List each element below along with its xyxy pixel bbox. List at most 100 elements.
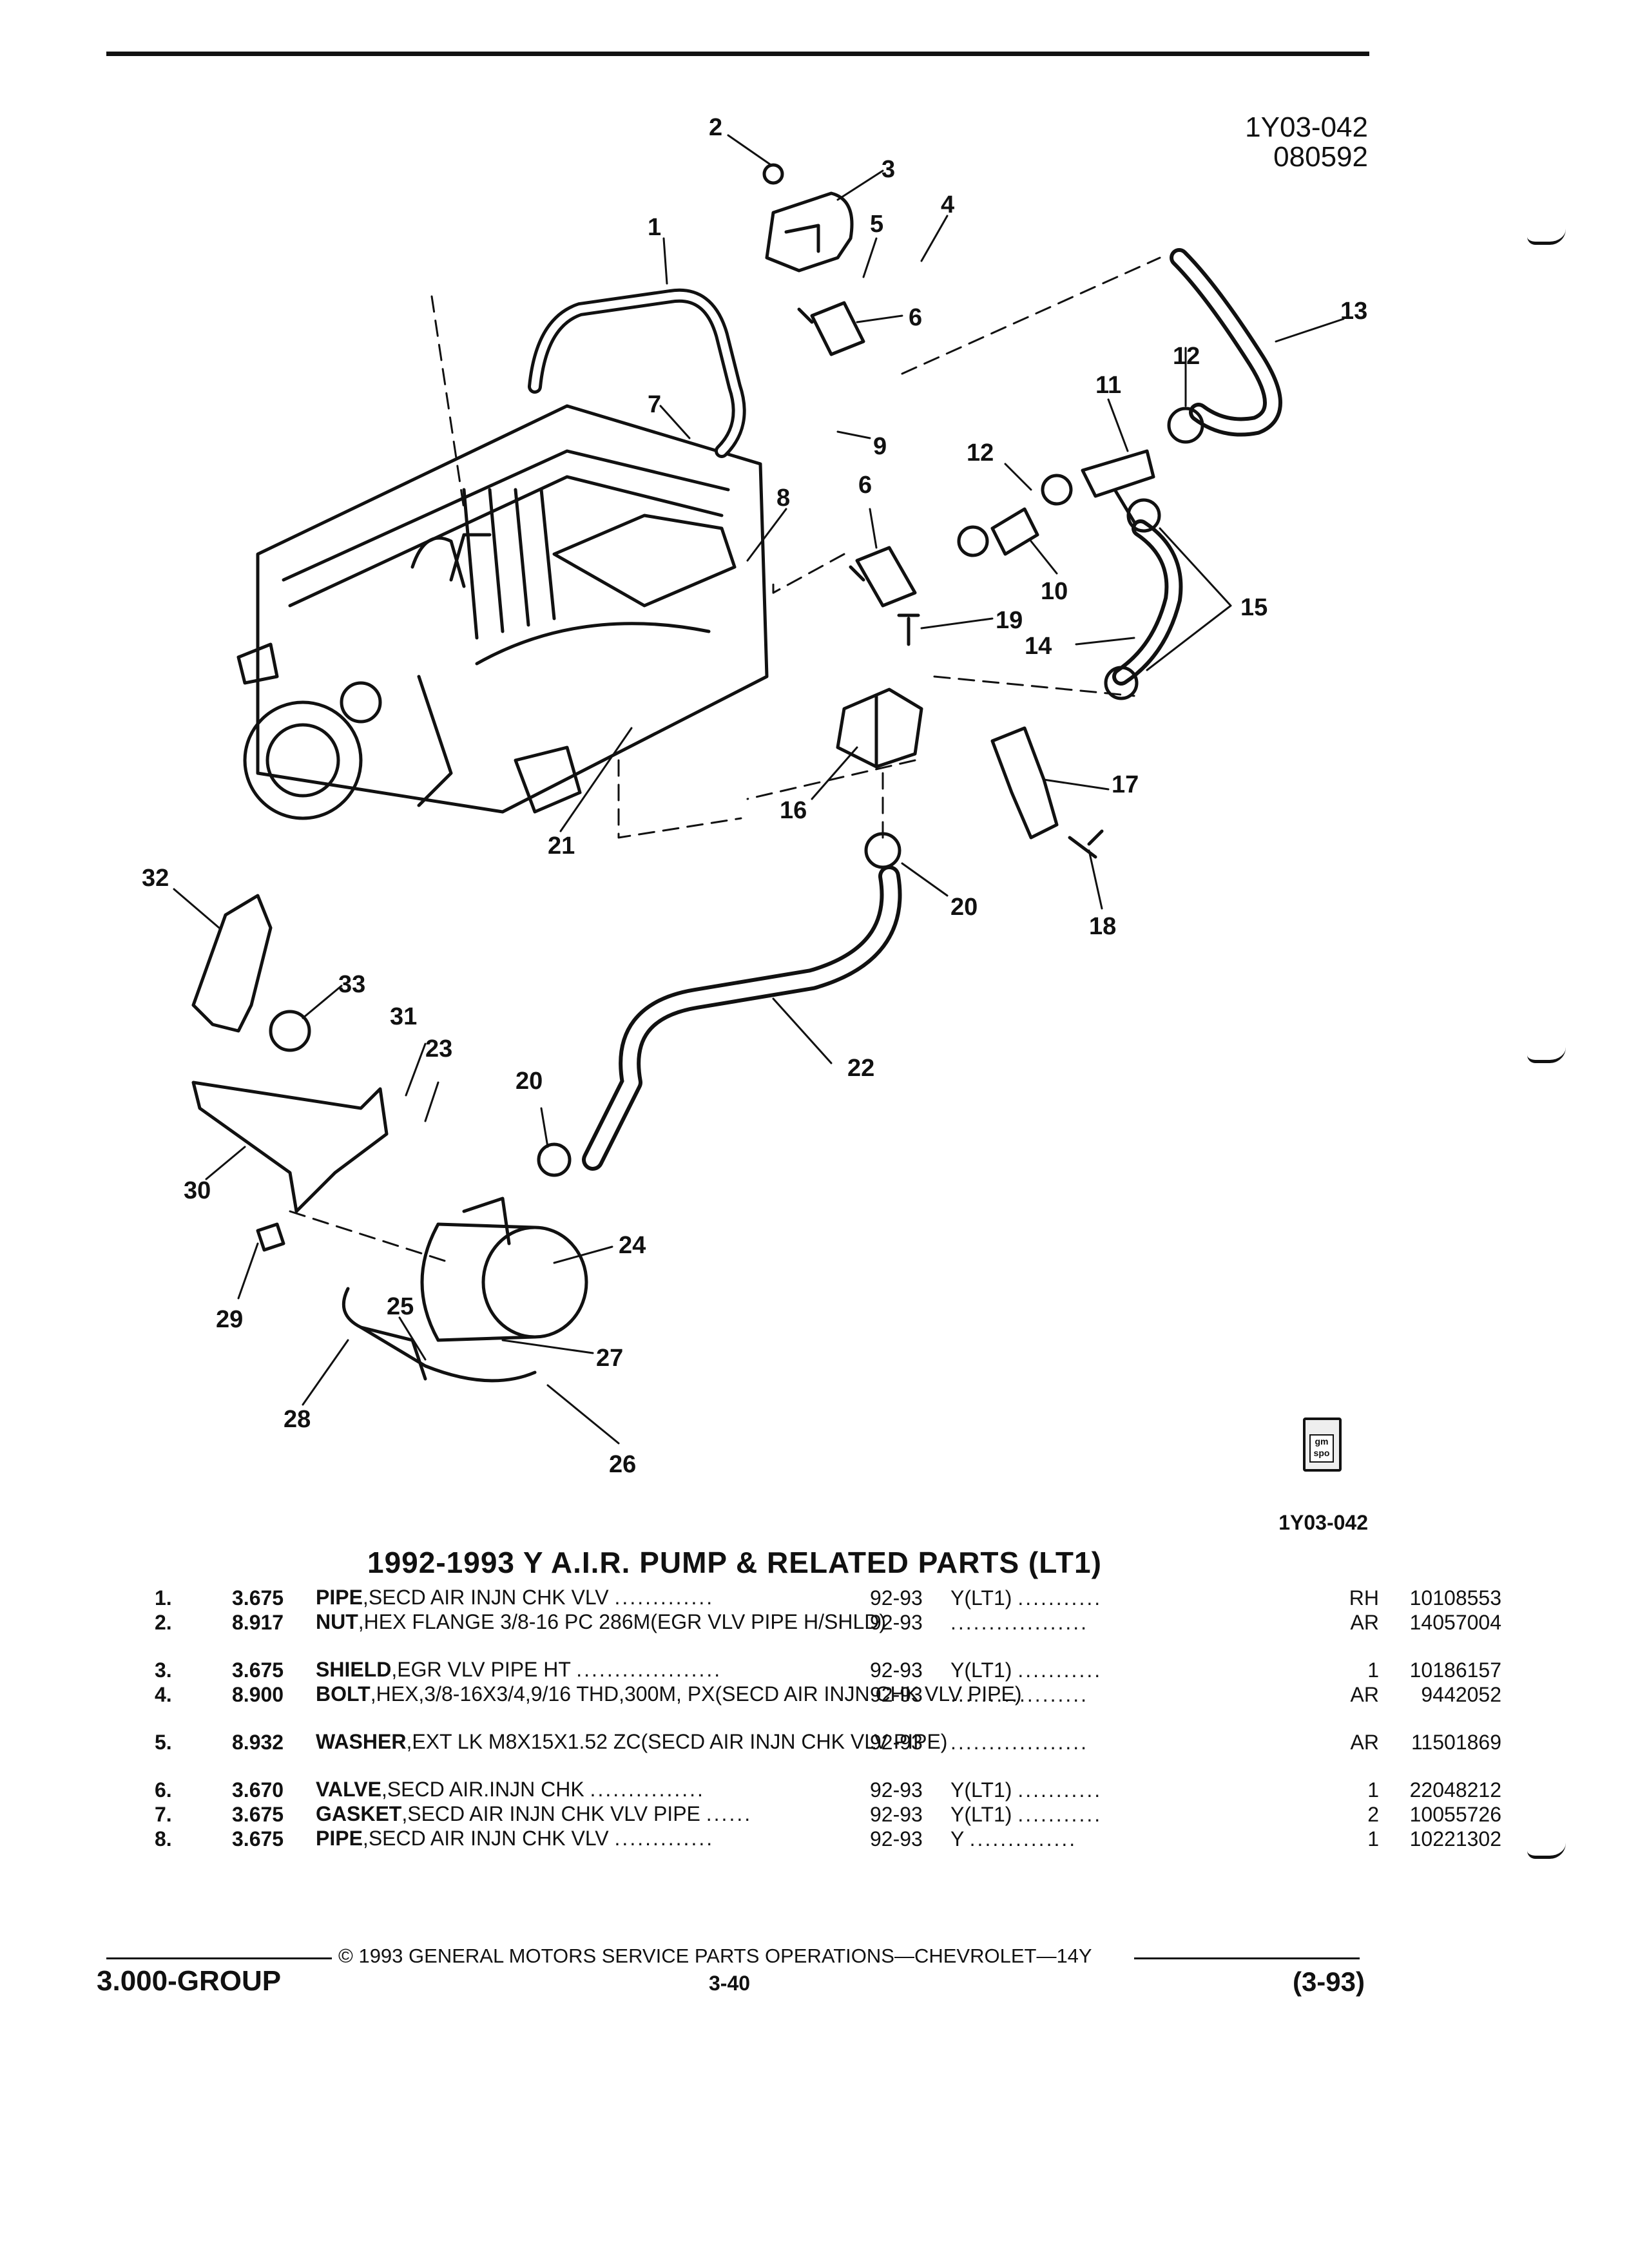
callout-5: 5 — [870, 211, 883, 238]
revision-date: (3-93) — [1292, 1966, 1365, 1997]
leader-lines — [289, 256, 1161, 1264]
harness-26 — [342, 1287, 537, 1383]
bolt-18 — [1068, 829, 1104, 859]
row-part-number: 22048212 — [1409, 1778, 1501, 1802]
row-model: Y(LT1) ........... — [950, 1778, 1103, 1802]
callout-8: 8 — [776, 485, 790, 512]
badge-text-gm: gm — [1315, 1436, 1329, 1446]
row-catalog-number: 8.917 — [232, 1611, 284, 1634]
top-rule — [106, 52, 1369, 56]
row-part-number: 10221302 — [1409, 1827, 1501, 1850]
row-catalog-number: 3.675 — [232, 1827, 284, 1850]
callout-11: 11 — [1095, 372, 1121, 399]
clamp-20a — [864, 832, 901, 869]
row-part-number: 14057004 — [1409, 1611, 1501, 1634]
callout-13: 13 — [1340, 298, 1367, 325]
clamp-12b — [1041, 474, 1073, 506]
parts-row: 8. 3.675 PIPE,SECD AIR INJN CHK VLV ....… — [155, 1827, 1501, 1852]
callout-6b: 6 — [858, 472, 872, 499]
row-model: .................. — [950, 1683, 1089, 1706]
row-index: 8. — [155, 1827, 172, 1850]
callout-2: 2 — [709, 114, 722, 141]
callout-33: 33 — [338, 971, 365, 998]
row-description: GASKET,SECD AIR INJN CHK VLV PIPE ...... — [316, 1802, 753, 1825]
row-years: 92-93 — [870, 1778, 923, 1802]
row-description: BOLT,HEX,3/8-16X3/4,9/16 THD,300M, PX(SE… — [316, 1682, 1022, 1706]
nut-2 — [762, 163, 784, 185]
row-years: 92-93 — [870, 1658, 923, 1682]
callout-10: 10 — [1041, 578, 1068, 605]
parts-row: 3. 3.675 SHIELD,EGR VLV PIPE HT ........… — [155, 1658, 1501, 1683]
row-part-number: 9442052 — [1421, 1683, 1501, 1706]
check-valve-6b — [849, 546, 917, 608]
row-description: PIPE,SECD AIR INJN CHK VLV ............. — [316, 1586, 715, 1609]
callout-12b: 12 — [967, 439, 994, 466]
callout-20a: 20 — [950, 894, 978, 921]
group-label: 3.000-GROUP — [97, 1965, 282, 1997]
callout-14: 14 — [1025, 633, 1052, 660]
row-quantity: RH — [1349, 1586, 1379, 1610]
callout-7: 7 — [648, 391, 661, 418]
row-catalog-number: 8.900 — [232, 1683, 284, 1706]
tee-11 — [1081, 449, 1155, 524]
callout-23: 23 — [425, 1035, 452, 1062]
callout-15: 15 — [1240, 594, 1268, 621]
diagram-code-bottom: 1Y03-042 — [1278, 1511, 1368, 1534]
row-part-number: 11501869 — [1411, 1731, 1501, 1754]
row-index: 7. — [155, 1803, 172, 1826]
row-quantity: AR — [1350, 1611, 1379, 1634]
row-model: Y(LT1) ........... — [950, 1803, 1103, 1826]
callout-leaders — [173, 134, 1345, 1445]
row-model: Y(LT1) ........... — [950, 1586, 1103, 1610]
exploded-parts-diagram: 1 2 3 4 5 6 6 7 8 9 10 11 12 12 13 14 15… — [142, 114, 1367, 1478]
row-index: 3. — [155, 1658, 172, 1682]
row-index: 4. — [155, 1683, 172, 1706]
callout-28: 28 — [284, 1406, 311, 1433]
row-quantity: 2 — [1367, 1803, 1379, 1826]
callout-18: 18 — [1089, 913, 1116, 940]
callout-22: 22 — [847, 1055, 874, 1082]
row-description: VALVE,SECD AIR.INJN CHK ............... — [316, 1778, 705, 1801]
copyright-notice: © 1993 GENERAL MOTORS SERVICE PARTS OPER… — [338, 1945, 1092, 1967]
callout-31: 31 — [390, 1003, 417, 1030]
diagram-code: 1Y03-042 — [1245, 111, 1368, 143]
diagram-code-top: 1Y03-042 080592 — [1245, 113, 1368, 172]
row-years: 92-93 — [870, 1586, 923, 1610]
engine-illustration — [236, 404, 769, 820]
clamp-12c — [957, 525, 989, 557]
badge-text-spo: spo — [1313, 1448, 1330, 1458]
callout-1: 1 — [648, 214, 661, 241]
bolt-19 — [897, 613, 920, 646]
row-index: 2. — [155, 1611, 172, 1634]
bracket-31 — [191, 1081, 389, 1213]
belt-cover-32 — [191, 894, 273, 1033]
binder-mark — [1527, 1843, 1566, 1859]
callout-29: 29 — [216, 1306, 243, 1333]
row-quantity: 1 — [1367, 1658, 1379, 1682]
row-description: SHIELD,EGR VLV PIPE HT .................… — [316, 1658, 722, 1681]
row-quantity: AR — [1350, 1731, 1379, 1754]
row-quantity: AR — [1350, 1683, 1379, 1706]
callout-12a: 12 — [1173, 343, 1200, 370]
callout-30: 30 — [184, 1177, 211, 1204]
row-catalog-number: 3.675 — [232, 1658, 284, 1682]
shield-3 — [765, 191, 854, 273]
clamp-15a — [1126, 498, 1161, 533]
callout-24: 24 — [619, 1232, 646, 1259]
parts-row: 5. 8.932 WASHER,EXT LK M8X15X1.52 ZC(SEC… — [155, 1731, 1501, 1778]
callout-3: 3 — [882, 156, 895, 183]
row-catalog-number: 8.932 — [232, 1731, 284, 1754]
row-index: 1. — [155, 1586, 172, 1610]
callout-6a: 6 — [909, 304, 922, 331]
part-29 — [256, 1222, 285, 1252]
binder-mark — [1527, 229, 1566, 245]
parts-row: 4. 8.900 BOLT,HEX,3/8-16X3/4,9/16 THD,30… — [155, 1682, 1501, 1731]
callout-17: 17 — [1112, 771, 1139, 798]
callout-19: 19 — [996, 607, 1023, 634]
row-description: NUT,HEX FLANGE 3/8-16 PC 286M(EGR VLV PI… — [316, 1610, 886, 1633]
page-number: 3-40 — [709, 1972, 751, 1995]
connector-10 — [990, 507, 1039, 556]
row-years: 92-93 — [870, 1683, 923, 1706]
row-years: 92-93 — [870, 1611, 923, 1634]
callout-9: 9 — [873, 433, 887, 460]
